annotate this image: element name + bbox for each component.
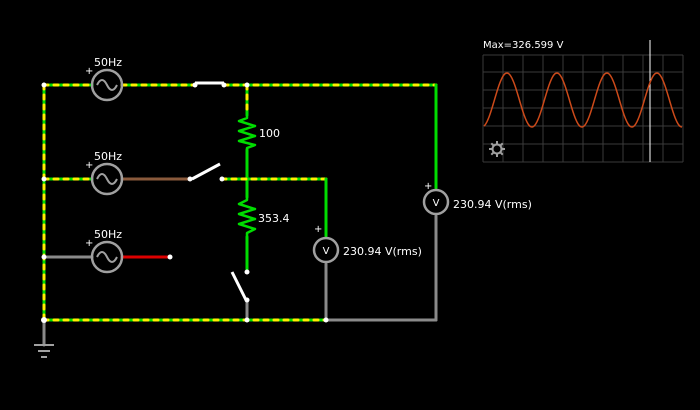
ac-source-symbol (90, 68, 124, 102)
wires (42, 83, 438, 347)
voltmeter-1[interactable]: V + 230.94 V(rms) (312, 224, 422, 264)
sine-wave-icon (96, 251, 118, 263)
switch-bottom-open[interactable] (230, 269, 250, 303)
scope-trace (483, 72, 683, 128)
voltmeter-polarity-mark: + (424, 181, 432, 192)
voltmeter-2[interactable]: V + 230.94 V(rms) (422, 181, 532, 216)
voltmeter-letter: V (323, 246, 330, 257)
scope-grid (482, 40, 684, 163)
resistor-2[interactable]: 353.4 (237, 197, 290, 237)
resistor-value-label: 100 (259, 127, 280, 140)
ac-source-symbol (90, 162, 124, 196)
switch-middle-open[interactable] (187, 162, 225, 182)
voltmeter-symbol (422, 188, 450, 216)
voltmeter-letter: V (433, 198, 440, 209)
scope-max-label: Max=326.599 V (483, 40, 564, 51)
resistor-1[interactable]: 100 (237, 115, 280, 150)
ground-symbol[interactable] (34, 344, 54, 358)
ac-source-symbol (90, 240, 124, 274)
voltmeter-reading: 230.94 V(rms) (453, 198, 532, 211)
voltmeter-polarity-mark: + (314, 224, 322, 235)
source-frequency-label: 50Hz (94, 228, 122, 241)
resistor-value-label: 353.4 (258, 212, 290, 225)
gear-icon[interactable] (489, 141, 505, 157)
sine-wave-icon (96, 173, 118, 185)
source-polarity-mark: + (85, 238, 93, 249)
source-polarity-mark: + (85, 66, 93, 77)
source-polarity-mark: + (85, 160, 93, 171)
ac-source-3[interactable]: + 50Hz (85, 228, 124, 274)
ac-source-2[interactable]: + 50Hz (85, 150, 124, 196)
voltmeter-symbol (312, 236, 340, 264)
switch-top-closed[interactable] (192, 81, 227, 88)
source-frequency-label: 50Hz (94, 150, 122, 163)
ac-source-1[interactable]: + 50Hz (85, 56, 124, 102)
junction-nodes (41, 82, 329, 323)
voltmeter-reading: 230.94 V(rms) (343, 245, 422, 258)
source-frequency-label: 50Hz (94, 56, 122, 69)
scope-panel[interactable]: Max=326.599 V (482, 40, 684, 163)
sine-wave-icon (96, 79, 118, 91)
